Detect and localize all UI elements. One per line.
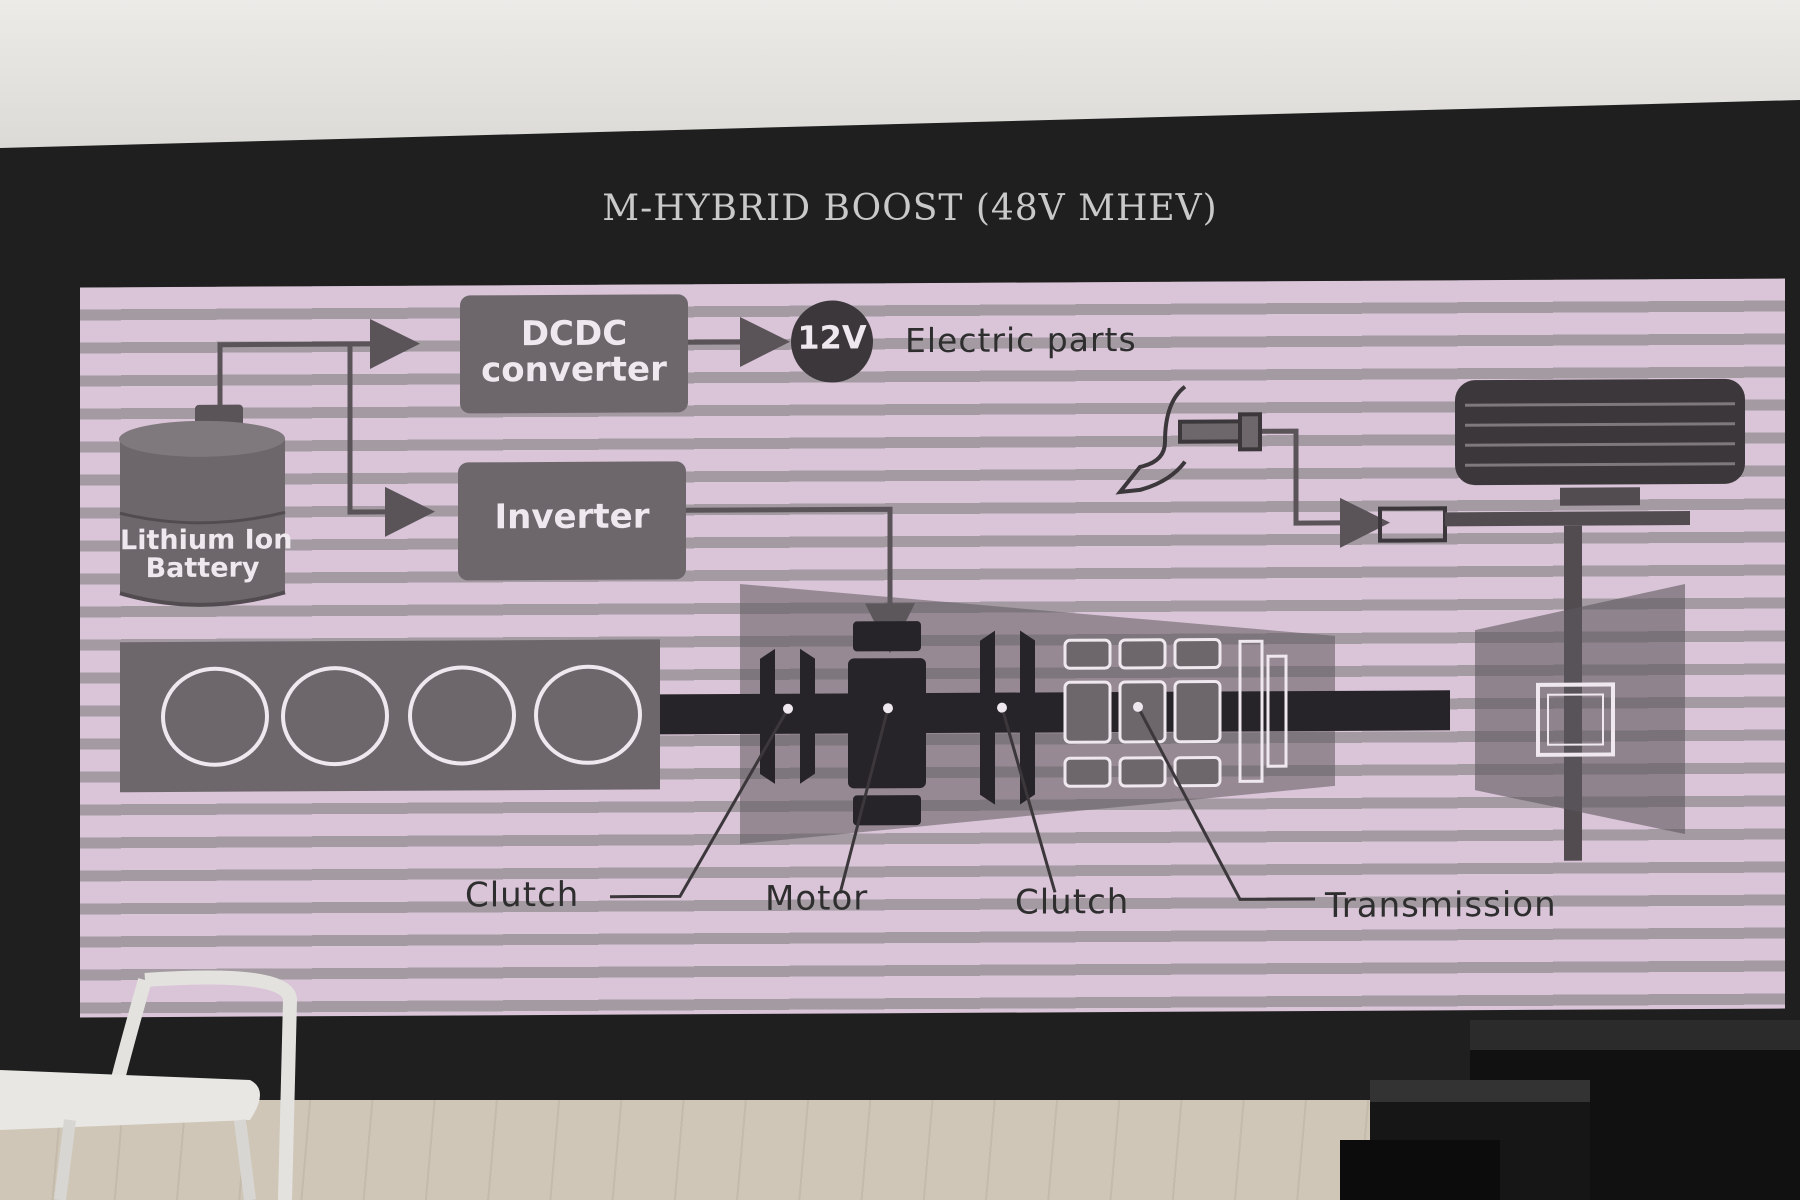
- clutch-left-callout: Clutch: [465, 874, 580, 916]
- motor: [848, 621, 926, 826]
- accelerator-pedal-icon: [1115, 385, 1262, 495]
- voltage-badge: 12V: [797, 318, 867, 357]
- slide-title: M-HYBRID BOOST (48V MHEV): [602, 188, 1218, 229]
- transmission-callout: Transmission: [1325, 884, 1557, 926]
- leader-clutch-left: [610, 708, 790, 899]
- battery-icon: [119, 404, 286, 607]
- engine-block: [120, 639, 660, 793]
- battery-label: Lithium Ion Battery: [120, 524, 293, 585]
- electric-parts-label: Electric parts: [905, 319, 1137, 361]
- battery-to-dcdc-wire: [217, 318, 420, 420]
- dcdc-label: DCDC converter: [460, 313, 688, 391]
- cylinder-2: [281, 666, 389, 767]
- dcdc-converter-box: [460, 294, 688, 414]
- callout-dots: [783, 701, 1143, 714]
- gear-sets: [1063, 638, 1288, 788]
- battery-label-line1: Lithium Ion: [120, 524, 293, 557]
- battery-label-line2: Battery: [145, 552, 260, 585]
- clutch-right-callout: Clutch: [1015, 881, 1130, 923]
- dcdc-label-line2: converter: [481, 349, 667, 391]
- leader-transmission: [1136, 706, 1315, 901]
- cylinder-1: [161, 666, 269, 767]
- motor-callout: Motor: [765, 878, 869, 919]
- dcdc-label-line1: DCDC: [520, 313, 628, 355]
- leader-clutch-right: [1000, 707, 1057, 893]
- clutch-right: [980, 630, 1035, 805]
- cylinder-4: [534, 664, 642, 765]
- leader-motor: [838, 707, 890, 894]
- powertrain-diagram: [119, 294, 1745, 901]
- rear-axle-assembly: [1378, 506, 1690, 861]
- chair: [0, 970, 298, 1200]
- diagram-screen: DCDC converter 12V Electric parts Invert…: [80, 278, 1785, 1018]
- engine-cylinders: [161, 664, 642, 767]
- radiator-icon: [1455, 378, 1745, 506]
- battery-to-inverter-wire: [347, 344, 435, 537]
- callout-leaders: [610, 706, 1315, 901]
- inverter-box: [458, 461, 686, 581]
- stage-steps: [1340, 1020, 1800, 1200]
- voltage-badge-circle: [791, 300, 873, 383]
- cylinder-3: [408, 665, 516, 766]
- inverter-label: Inverter: [494, 496, 650, 538]
